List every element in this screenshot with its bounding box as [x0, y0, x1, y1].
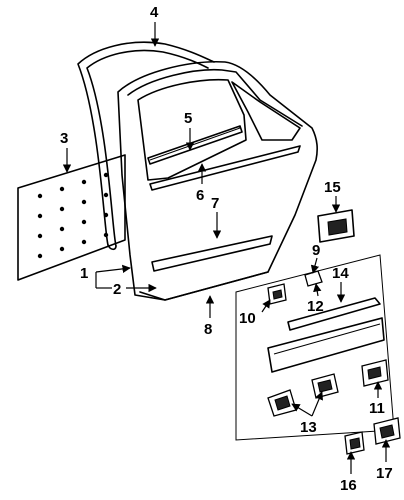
clip-11	[361, 359, 389, 387]
door-weatherstrip	[77, 41, 215, 251]
water-deflector-panel	[17, 154, 126, 281]
callout-9: 9	[312, 242, 320, 259]
callout-7: 7	[211, 195, 219, 212]
inside-handle-part	[317, 209, 355, 243]
callout-13: 13	[300, 419, 317, 436]
door-moulding	[267, 297, 385, 373]
clip-10	[267, 283, 287, 305]
callout-12: 12	[307, 298, 324, 315]
leader-lines	[62, 22, 391, 474]
callout-16: 16	[340, 477, 357, 494]
rear-door-shell	[117, 60, 318, 301]
callout-6: 6	[196, 187, 204, 204]
callout-4: 4	[150, 4, 159, 21]
callout-3: 3	[60, 130, 68, 147]
callout-17: 17	[376, 465, 393, 482]
callout-11: 11	[369, 400, 385, 417]
callout-2: 2	[113, 281, 121, 298]
clip-17	[373, 417, 401, 445]
clip-13b	[311, 373, 339, 399]
callout-15: 15	[324, 179, 341, 196]
callout-10: 10	[239, 310, 256, 327]
clip-16	[344, 431, 365, 455]
callout-14: 14	[332, 265, 349, 282]
clip-13a	[267, 389, 297, 417]
callout-5: 5	[184, 110, 192, 127]
callout-1: 1	[80, 265, 88, 282]
callout-8: 8	[204, 321, 212, 338]
glass-run-channel	[147, 125, 243, 165]
